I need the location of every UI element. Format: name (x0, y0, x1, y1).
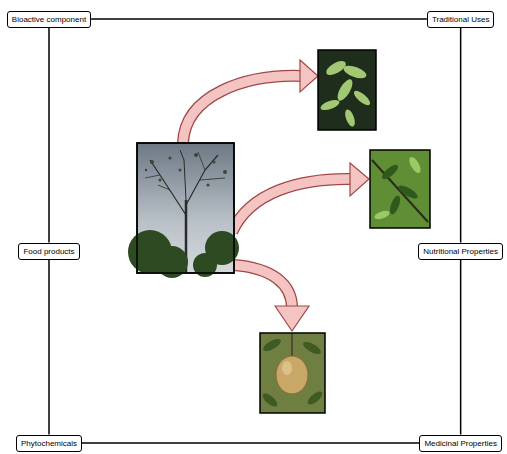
arrow-head (350, 163, 369, 196)
leaves-photo (318, 50, 376, 130)
box-label: Phytochemicals (21, 438, 77, 449)
label-box: Medicinal Properties (419, 435, 501, 452)
box-label: Bioactive component (12, 14, 86, 25)
label-box: Nutritional Properties (418, 243, 503, 260)
connector-line (91, 18, 427, 20)
label-box: Food products (18, 243, 79, 260)
connector-line (48, 260, 50, 435)
connector-line (48, 28, 50, 243)
arrow-head (275, 306, 309, 331)
arrow-shaft (232, 179, 352, 232)
connector-line (460, 260, 462, 435)
arrow-shaft (232, 179, 352, 232)
arrow-shaft (183, 76, 302, 143)
fruit-photo (260, 333, 325, 413)
branch-photo (370, 150, 430, 228)
label-box: Phytochemicals (16, 435, 82, 452)
label-box: Bioactive component (7, 11, 91, 28)
connector-line (82, 442, 419, 444)
arrow-shaft (234, 265, 292, 308)
box-label: Medicinal Properties (424, 438, 496, 449)
box-label: Traditional Uses (432, 14, 490, 25)
tree-photo (128, 143, 239, 278)
arrow-head (300, 60, 318, 92)
arrow-shaft (234, 265, 292, 308)
arrow-shaft (183, 76, 302, 143)
label-box: Traditional Uses (427, 11, 495, 28)
connector-line (460, 28, 462, 243)
box-label: Food products (23, 246, 74, 257)
box-label: Nutritional Properties (423, 246, 498, 257)
